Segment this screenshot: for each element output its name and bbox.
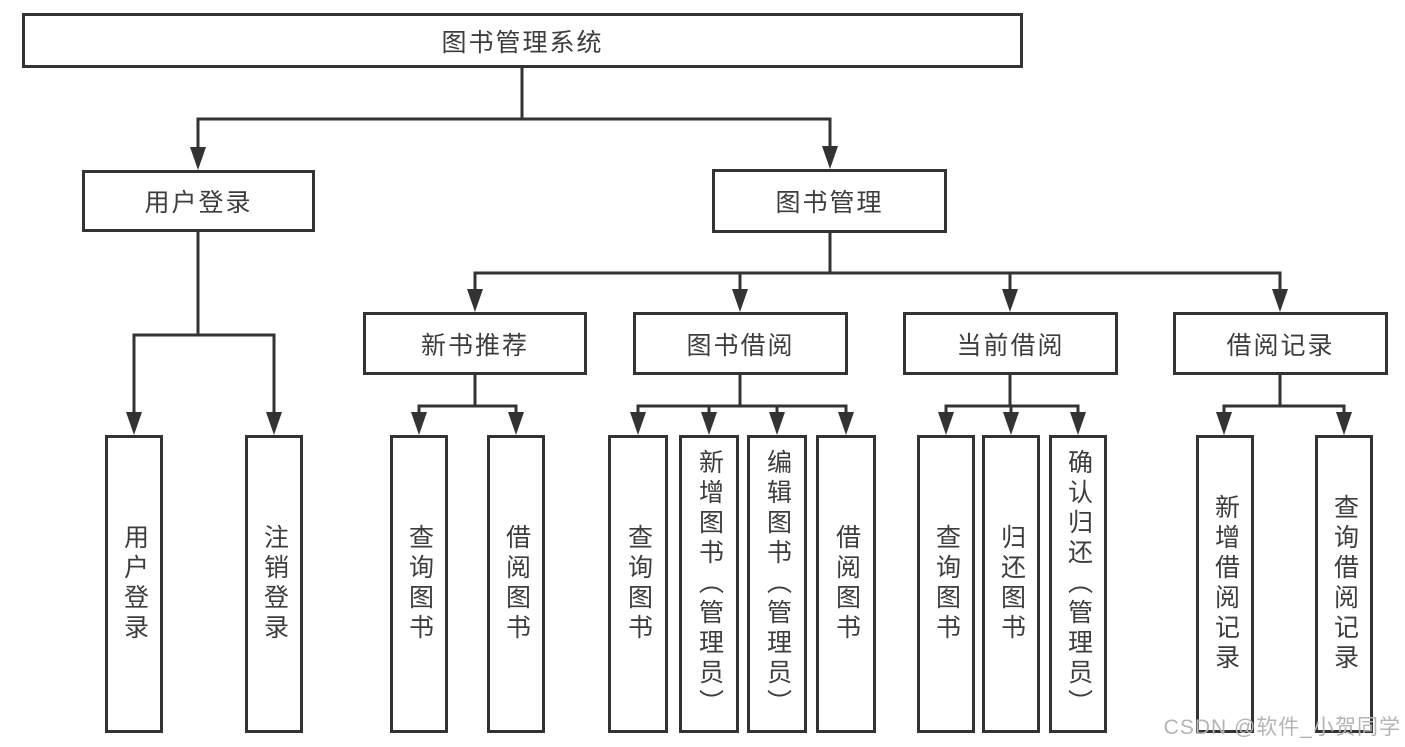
arrowhead-down-icon [701,412,717,435]
node-label: 查询图书 [405,524,434,644]
node-leaf-query-books-recommend: 查询图书 [390,435,448,733]
arrowhead-down-icon [822,146,838,169]
node-leaf-borrow-books-borrowing: 借阅图书 [816,435,876,733]
node-label: 编辑图书（管理员） [763,449,792,719]
node-label: 归还图书 [997,524,1026,644]
arrowhead-down-icon [938,412,954,435]
arrowhead-down-icon [508,412,524,435]
arrowhead-down-icon [769,412,785,435]
node-label: 借阅记录 [1226,331,1335,360]
node-leaf-query-books-current: 查询图书 [917,435,975,733]
arrowhead-down-icon [126,412,142,435]
node-leaf-query-borrow-record: 查询借阅记录 [1315,435,1373,733]
node-leaf-add-borrow-record: 新增借阅记录 [1196,435,1254,733]
node-label: 查询图书 [624,524,653,644]
node-new-book-recommend: 新书推荐 [363,312,587,375]
node-root: 图书管理系统 [22,13,1023,68]
arrowhead-down-icon [838,412,854,435]
arrowhead-down-icon [630,412,646,435]
node-label: 借阅图书 [502,524,531,644]
arrowhead-down-icon [732,289,748,312]
arrowhead-down-icon [266,412,282,435]
node-book-management: 图书管理 [712,169,947,233]
node-label: 新增借阅记录 [1211,494,1240,674]
node-book-borrowing: 图书借阅 [633,312,848,375]
watermark: CSDN @软件_小贺同学 [1163,716,1401,739]
node-label: 借阅图书 [832,524,861,644]
node-label: 用户登录 [120,524,149,644]
node-leaf-query-books-borrowing: 查询图书 [608,435,668,733]
node-label: 用户登录 [144,189,253,217]
node-leaf-add-books-admin: 新增图书（管理员） [679,435,739,733]
node-label: 新书推荐 [420,331,529,360]
node-user-login: 用户登录 [82,170,315,232]
arrowhead-down-icon [1070,412,1086,435]
node-label: 图书借阅 [686,331,795,360]
node-leaf-borrow-books-recommend: 借阅图书 [487,435,545,733]
node-leaf-user-login: 用户登录 [105,435,163,733]
node-label: 注销登录 [260,524,289,644]
arrowhead-down-icon [411,412,427,435]
node-label: 图书管理 [775,189,884,217]
node-label: 确认归还（管理员） [1064,449,1093,719]
arrowhead-down-icon [1002,289,1018,312]
arrowhead-down-icon [467,289,483,312]
arrowhead-down-icon [1216,412,1232,435]
node-leaf-logout: 注销登录 [245,435,303,733]
node-label: 图书管理系统 [441,28,604,57]
node-label: 查询图书 [932,524,961,644]
node-leaf-confirm-return-admin: 确认归还（管理员） [1049,435,1107,733]
node-current-borrowing: 当前借阅 [903,312,1118,375]
node-leaf-edit-books-admin: 编辑图书（管理员） [747,435,807,733]
node-borrowing-records: 借阅记录 [1173,312,1388,375]
arrowhead-down-icon [1003,412,1019,435]
node-label: 新增图书（管理员） [695,449,724,719]
arrowhead-down-icon [190,147,206,170]
arrowhead-down-icon [1272,289,1288,312]
node-leaf-return-books: 归还图书 [982,435,1040,733]
node-label: 查询借阅记录 [1330,494,1359,674]
arrowhead-down-icon [1336,412,1352,435]
node-label: 当前借阅 [956,331,1065,360]
